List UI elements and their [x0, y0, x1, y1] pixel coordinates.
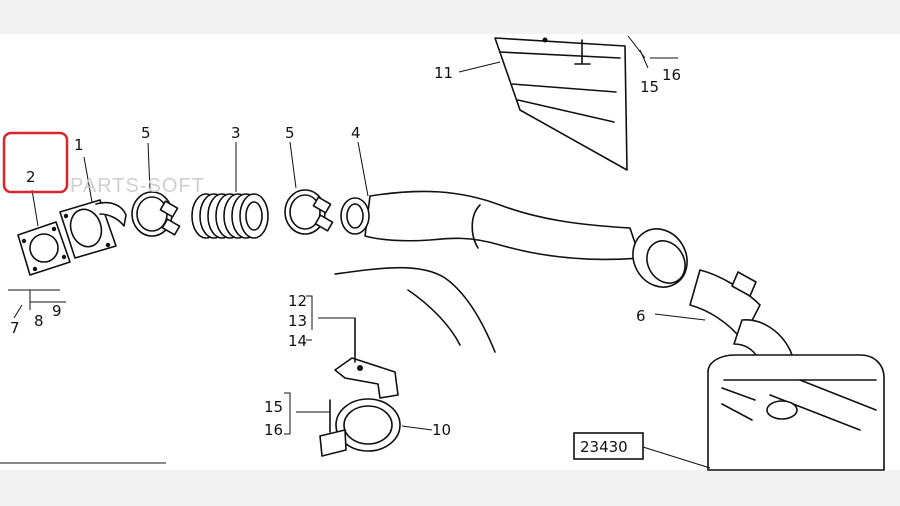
reference-number: 23430 [580, 438, 628, 456]
callout-16-top[interactable]: 16 [662, 66, 681, 84]
callout-14[interactable]: 14 [288, 332, 307, 350]
callout-5-right[interactable]: 5 [285, 124, 295, 142]
watermark-text: PARTS-SOFT [70, 175, 205, 197]
highlight-box [2, 131, 69, 194]
callout-5-left[interactable]: 5 [141, 124, 151, 142]
body-outline [334, 266, 496, 353]
callout-15-bottom[interactable]: 15 [264, 398, 283, 416]
muffler[interactable] [707, 354, 885, 471]
hanger-bracket[interactable] [319, 317, 401, 457]
callout-4[interactable]: 4 [351, 124, 361, 142]
flex-bellows[interactable] [191, 193, 269, 239]
callout-11[interactable]: 11 [434, 64, 453, 82]
leader-lines [0, 35, 711, 469]
callout-6[interactable]: 6 [636, 307, 646, 325]
callout-1[interactable]: 1 [74, 136, 84, 154]
gasket[interactable] [17, 221, 71, 276]
callout-12[interactable]: 12 [288, 292, 307, 310]
reference-box: 23430 [573, 432, 644, 460]
callout-3[interactable]: 3 [231, 124, 241, 142]
front-pipe[interactable] [59, 199, 127, 259]
callout-13[interactable]: 13 [288, 312, 307, 330]
callout-labels: 1 2 3 4 5 5 6 7 8 9 10 11 12 13 14 15 16… [10, 64, 681, 439]
callout-15-top[interactable]: 15 [640, 78, 659, 96]
callout-9[interactable]: 9 [52, 302, 62, 320]
callout-10[interactable]: 10 [432, 421, 451, 439]
clamp-left[interactable] [131, 191, 181, 237]
callout-8[interactable]: 8 [34, 312, 44, 330]
intermediate-pipe[interactable] [340, 190, 698, 297]
callout-7[interactable]: 7 [10, 319, 20, 337]
callout-16-bottom[interactable]: 16 [264, 421, 283, 439]
heat-shield[interactable] [494, 37, 628, 171]
clamp-right[interactable] [284, 189, 334, 235]
callout-2[interactable]: 2 [26, 168, 36, 186]
